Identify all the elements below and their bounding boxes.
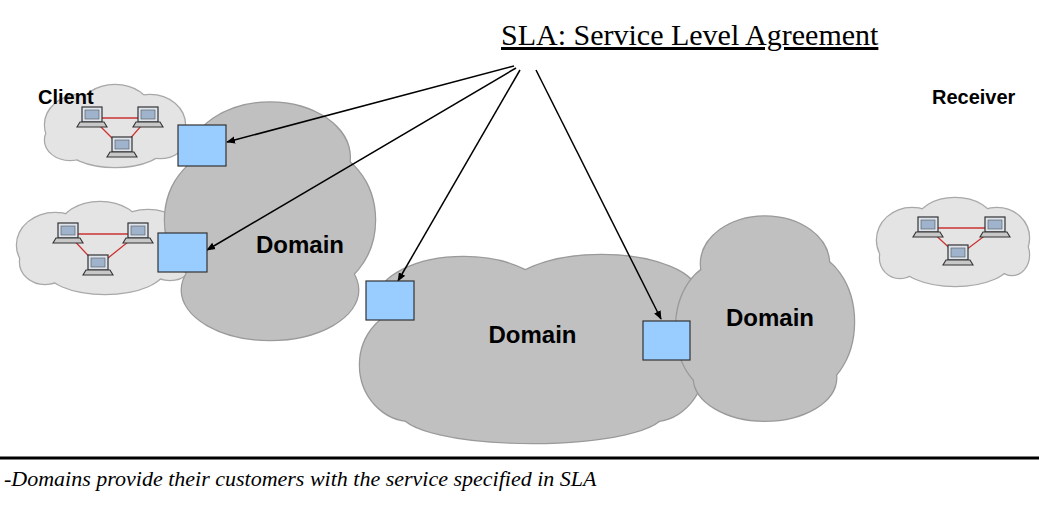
side-label: Client (38, 86, 94, 109)
laptop-icon (53, 223, 83, 243)
laptop-icon (107, 137, 137, 157)
cloud-shape (165, 95, 375, 345)
side-label: Receiver (932, 86, 1015, 109)
caption: -Domains provide their customers with th… (4, 466, 596, 492)
diagram-title: SLA: Service Level Agreement (501, 18, 878, 52)
domain-cloud: Domain (165, 95, 375, 345)
leader-line (398, 70, 520, 281)
domain-cloud: Domain (676, 210, 854, 425)
domain-cloud: Domain (360, 245, 705, 445)
network-cloud (877, 198, 1029, 286)
laptop-icon (980, 217, 1010, 237)
domain-label: Domain (488, 321, 576, 349)
domain-label: Domain (726, 304, 814, 332)
domain-label: Domain (256, 231, 344, 259)
laptop-icon (133, 107, 163, 127)
laptop-icon (123, 223, 153, 243)
laptop-icon (943, 245, 973, 265)
laptop-icon (913, 217, 943, 237)
separator-rule (0, 457, 1039, 460)
laptop-icon (83, 255, 113, 275)
laptop-icon (77, 107, 107, 127)
